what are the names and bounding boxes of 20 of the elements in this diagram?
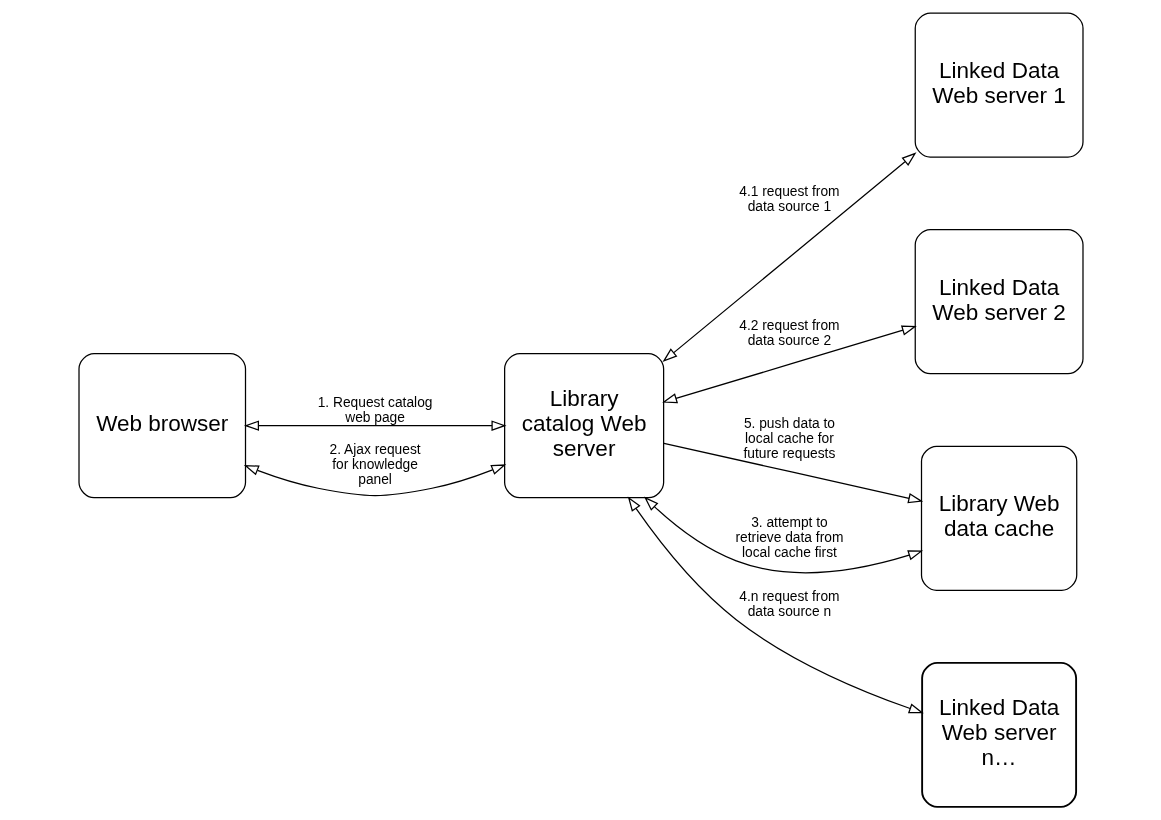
arrow — [643, 496, 923, 574]
arrow — [661, 325, 917, 404]
arrow — [662, 152, 916, 362]
arrow — [243, 464, 506, 497]
arrow — [662, 442, 923, 504]
edge-label: 1. Request catalog web page — [317, 394, 432, 425]
node-box: Linked Data Web server n… — [920, 661, 1077, 808]
node-box: Library catalog Web server — [503, 353, 664, 499]
edge-label: 5. push data to local cache for future requests — [743, 415, 835, 461]
node-box: Web browser — [77, 353, 246, 499]
edge-label: 4.2 request from data source 2 — [738, 318, 840, 349]
node-box: Linked Data Web server 2 — [914, 229, 1084, 375]
edge-label: 3. attempt to retrieve data from local cache first — [735, 514, 843, 560]
arrow — [243, 420, 506, 431]
edge-label: 4.1 request from data source 1 — [738, 184, 840, 215]
edge-label: 4.n request from data source n — [738, 588, 840, 619]
node-box: Library Web data cache — [920, 445, 1077, 591]
arrow — [627, 496, 924, 714]
node-box: Linked Data Web server 1 — [914, 12, 1084, 158]
edge-label: 2. Ajax request for knowledge panel — [329, 442, 421, 488]
